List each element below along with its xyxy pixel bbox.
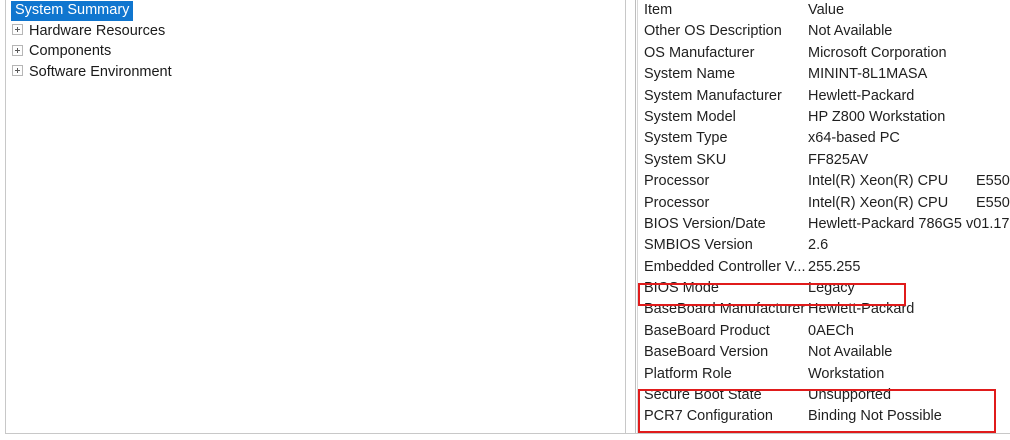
details-list-pane[interactable]: Item Value Other OS Description Not Avai… <box>638 0 1010 434</box>
table-row[interactable]: BaseBoard Manufacturer Hewlett-Packard <box>638 299 1010 320</box>
row-item-label: BaseBoard Product <box>644 322 770 339</box>
row-value-label: Hewlett-Packard <box>808 87 915 104</box>
splitter-line-right <box>637 0 638 434</box>
table-row[interactable]: SMBIOS Version 2.6 <box>638 235 1010 256</box>
row-item-label: System Type <box>644 130 728 147</box>
row-value-overflow: E5506 <box>976 173 1010 190</box>
row-value-label: FF825AV <box>808 151 869 168</box>
row-value-label: 255.255 <box>808 258 861 275</box>
row-value-overflow: E5506 <box>976 194 1010 211</box>
table-row-secure-boot-state[interactable]: Secure Boot State Unsupported <box>638 385 1010 406</box>
tree-item-hardware-resources[interactable]: Hardware Resources <box>6 21 625 42</box>
table-row[interactable]: BIOS Version/Date Hewlett-Packard 786G5 … <box>638 214 1010 235</box>
row-item-label: System SKU <box>644 151 727 168</box>
row-item-label: Processor <box>644 173 710 190</box>
row-value-label: 0AECh <box>808 322 854 339</box>
row-item-label: BaseBoard Manufacturer <box>644 301 806 318</box>
tree-item-software-environment-label: Software Environment <box>29 63 172 80</box>
row-value-label: HP Z800 Workstation <box>808 108 946 125</box>
table-row[interactable]: Other OS Description Not Available <box>638 21 1010 42</box>
table-row[interactable]: System Manufacturer Hewlett-Packard <box>638 86 1010 107</box>
table-row[interactable]: Processor Intel(R) Xeon(R) CPU E5506 <box>638 193 1010 214</box>
table-row[interactable]: OS Manufacturer Microsoft Corporation <box>638 43 1010 64</box>
row-item-label: System Name <box>644 66 736 83</box>
row-value-label: MININT-8L1MASA <box>808 66 928 83</box>
row-value-label: Microsoft Corporation <box>808 44 947 61</box>
row-item-label: Processor <box>644 194 710 211</box>
row-item-label: OS Manufacturer <box>644 44 755 61</box>
table-row[interactable]: System Type x64-based PC <box>638 128 1010 149</box>
table-row[interactable]: Platform Role Workstation <box>638 364 1010 385</box>
table-row[interactable]: Processor Intel(R) Xeon(R) CPU E5506 <box>638 171 1010 192</box>
row-value-label: 2.6 <box>808 237 829 254</box>
row-item-label: BaseBoard Version <box>644 344 769 361</box>
table-row[interactable]: Embedded Controller V... 255.255 <box>638 257 1010 278</box>
row-item-label: Embedded Controller V... <box>644 258 806 275</box>
row-item-label: BIOS Version/Date <box>644 215 766 232</box>
table-row-bios-mode[interactable]: BIOS Mode Legacy <box>638 278 1010 299</box>
table-row[interactable]: System SKU FF825AV <box>638 150 1010 171</box>
row-item-label: Other OS Description <box>644 23 782 40</box>
pane-splitter[interactable] <box>625 0 638 434</box>
expand-plus-icon[interactable] <box>12 24 23 36</box>
row-value-label: x64-based PC <box>808 130 900 147</box>
row-item-label: BIOS Mode <box>644 280 719 297</box>
tree-item-system-summary-label: System Summary <box>11 1 134 21</box>
window-bottom-border <box>5 433 1010 434</box>
row-value-label: Legacy <box>808 280 855 297</box>
table-row[interactable]: System Name MININT-8L1MASA <box>638 64 1010 85</box>
row-item-label: System Model <box>644 108 736 125</box>
expand-plus-icon[interactable] <box>12 44 23 56</box>
row-item-label: Platform Role <box>644 365 732 382</box>
table-row[interactable]: BaseBoard Product 0AECh <box>638 321 1010 342</box>
tree-item-components-label: Components <box>29 43 112 59</box>
row-value-label: Not Available <box>808 344 893 361</box>
row-value-label: Intel(R) Xeon(R) CPU <box>808 173 949 190</box>
row-item-label: SMBIOS Version <box>644 237 753 254</box>
row-item-label: System Manufacturer <box>644 87 782 104</box>
navigation-tree-pane[interactable]: System Summary Hardware Resources Compon… <box>5 0 625 434</box>
column-header-item[interactable]: Item <box>644 2 673 18</box>
splitter-line-mid <box>635 0 636 434</box>
row-item-label: PCR7 Configuration <box>644 408 773 425</box>
details-header-row[interactable]: Item Value <box>638 0 1010 21</box>
row-value-label: Binding Not Possible <box>808 408 942 425</box>
tree-item-hardware-resources-label: Hardware Resources <box>29 22 166 39</box>
row-value-label: Unsupported <box>808 387 892 404</box>
row-item-label: Secure Boot State <box>644 387 762 404</box>
table-row[interactable]: BaseBoard Version Not Available <box>638 342 1010 363</box>
row-value-label: Hewlett-Packard 786G5 v01.17, 8/ <box>808 215 1010 232</box>
tree-item-system-summary[interactable]: System Summary <box>6 0 625 21</box>
tree-item-components[interactable]: Components <box>6 41 625 62</box>
table-row[interactable]: System Model HP Z800 Workstation <box>638 107 1010 128</box>
expand-plus-icon[interactable] <box>12 65 23 77</box>
tree-item-software-environment[interactable]: Software Environment <box>6 62 625 83</box>
row-value-label: Workstation <box>808 365 885 382</box>
row-value-label: Hewlett-Packard <box>808 301 915 318</box>
splitter-line-left <box>625 0 626 434</box>
column-header-value[interactable]: Value <box>808 2 845 18</box>
row-value-label: Intel(R) Xeon(R) CPU <box>808 194 949 211</box>
row-value-label: Not Available <box>808 23 893 40</box>
table-row-pcr7-configuration[interactable]: PCR7 Configuration Binding Not Possible <box>638 406 1010 427</box>
